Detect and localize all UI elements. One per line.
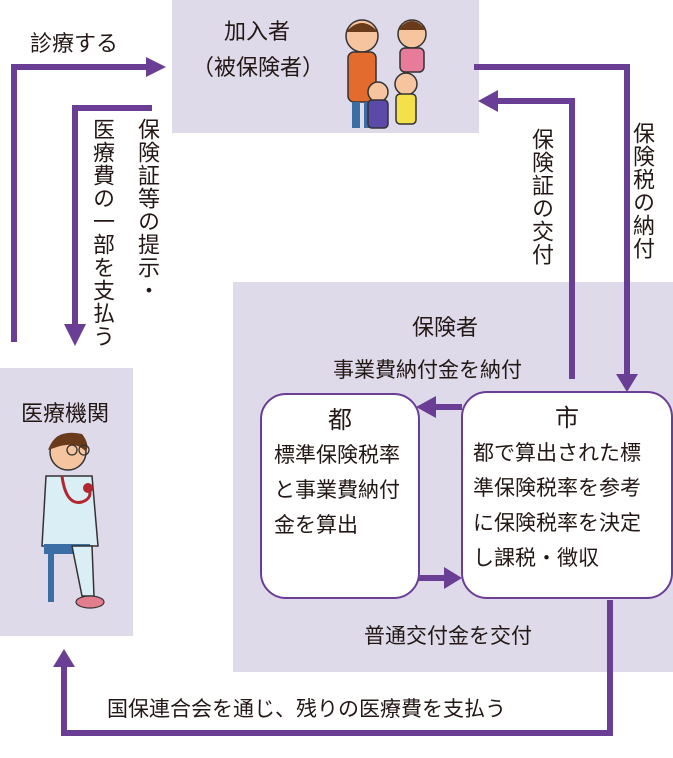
treat-label: 診療する bbox=[30, 32, 119, 57]
to-line: 金を算出 bbox=[274, 513, 358, 537]
present-label-col2: 医療費の一部を支払う bbox=[89, 118, 114, 348]
card-issue-label: 保険証の交付 bbox=[528, 128, 553, 266]
payment-arrow bbox=[72, 105, 152, 326]
city-line: 都で算出された標 bbox=[473, 441, 641, 465]
to-head: 都 bbox=[328, 406, 352, 434]
remaining-arrow-head bbox=[53, 649, 75, 667]
to-line: 標準保険税率 bbox=[274, 443, 400, 467]
city-line: 準保険税率を参考 bbox=[473, 476, 641, 500]
business-fee-arrow-head bbox=[416, 396, 436, 418]
grant-label: 普通交付金を交付 bbox=[364, 624, 532, 648]
to-box: 都 標準保険税率 と事業費納付 金を算出 bbox=[260, 393, 420, 599]
subscriber-subtitle: （被保険者） bbox=[192, 56, 325, 81]
city-box: 市 都で算出された標 準保険税率を参考 に保険税率を決定 し課税・徴収 bbox=[461, 391, 673, 599]
city-line: し課税・徴収 bbox=[473, 546, 599, 570]
tax-pay-label: 保険税の納付 bbox=[629, 122, 654, 260]
present-label-col1: 保険証等の提示・ bbox=[134, 118, 159, 302]
subscriber-panel bbox=[172, 0, 479, 133]
treat-arrow-head bbox=[146, 57, 166, 77]
payment-arrow-head bbox=[64, 324, 86, 346]
business-fee-label: 事業費納付金を納付 bbox=[333, 358, 522, 382]
remaining-arrow bbox=[61, 600, 613, 736]
medical-title: 医療機関 bbox=[21, 402, 110, 427]
grant-arrow-head bbox=[444, 567, 462, 589]
city-line: に保険税率を決定 bbox=[473, 511, 641, 535]
tax-arrow-head bbox=[616, 374, 638, 392]
subscriber-title: 加入者 bbox=[224, 20, 291, 45]
to-line: と事業費納付 bbox=[274, 478, 400, 502]
insurer-title: 保険者 bbox=[412, 316, 479, 341]
city-head: 市 bbox=[555, 404, 579, 432]
treat-arrow bbox=[11, 64, 148, 342]
card-arrow bbox=[496, 98, 575, 379]
doctor-illustration-icon bbox=[41, 432, 105, 609]
remaining-label: 国保連合会を通じ、残りの医療費を支払う bbox=[107, 697, 506, 721]
tax-arrow bbox=[474, 64, 630, 376]
family-illustration-icon bbox=[345, 19, 427, 129]
card-arrow-head bbox=[478, 90, 498, 112]
